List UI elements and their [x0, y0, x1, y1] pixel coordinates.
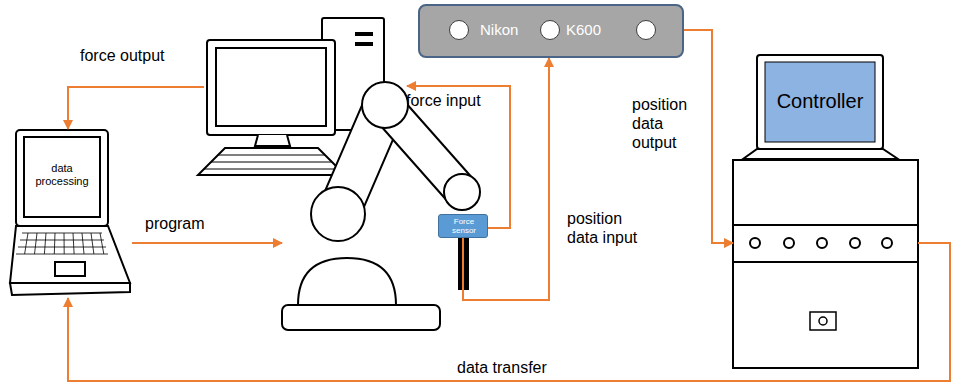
key-col	[44, 233, 46, 254]
force-sensor-box: Force sensor	[438, 214, 488, 238]
edge-label: data transfer	[457, 358, 547, 377]
key-row	[20, 240, 104, 241]
program-line	[132, 242, 282, 244]
controller-station	[733, 55, 918, 368]
key-row	[218, 155, 325, 156]
connector	[68, 243, 950, 381]
key-col	[100, 233, 104, 254]
key-col	[82, 233, 84, 254]
node-text: Force sensor	[449, 217, 479, 235]
node-text: K600	[566, 21, 601, 38]
key-col	[35, 233, 38, 254]
key-col	[54, 233, 56, 254]
keyboard-keys	[204, 155, 339, 169]
connector	[684, 30, 733, 243]
key-col	[73, 233, 74, 254]
lens-circle	[636, 20, 656, 40]
force-input-line	[407, 86, 510, 228]
key-row	[204, 169, 339, 170]
edge-label: position data output	[632, 95, 704, 152]
node-text: data processing	[27, 162, 97, 187]
data-processing-laptop: data processing	[8, 128, 132, 298]
key-row	[22, 233, 102, 234]
key-col	[25, 233, 28, 254]
key-col	[64, 233, 65, 254]
controller-station: Controller	[733, 55, 918, 368]
line-label: program	[145, 214, 205, 233]
lens-circle	[540, 20, 560, 40]
lens-circle	[449, 20, 469, 40]
nikon-k600-bar: Nikon K600	[418, 4, 684, 58]
line-label: force input	[406, 91, 481, 110]
robot-arm	[282, 82, 480, 330]
line-label: force output	[80, 46, 165, 65]
layout-connectors	[68, 86, 510, 243]
key-row	[211, 162, 332, 163]
laptop	[10, 130, 130, 295]
force-output-line	[68, 87, 204, 129]
laptop-keys	[16, 233, 108, 254]
node-text: Nikon	[480, 21, 518, 38]
edge-label: position data input	[567, 209, 639, 247]
node-text: Controller	[777, 90, 864, 113]
key-col	[91, 233, 94, 254]
